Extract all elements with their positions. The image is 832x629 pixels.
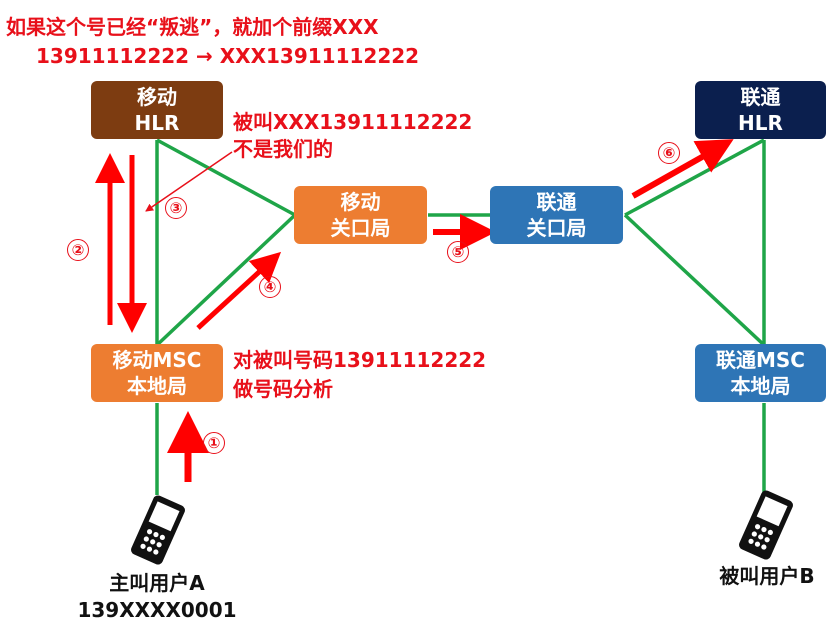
node-label-line2: 关口局 [526,216,587,240]
step-5-badge: ⑤ [447,241,469,263]
caller-name: 主叫用户A [109,571,205,595]
node-label-line1: 移动 [137,85,177,109]
mobile-hlr-node[interactable]: 移动 HLR [91,81,223,139]
node-label-line2: 本地局 [127,374,187,398]
step-2-badge: ② [67,239,89,261]
unicom-hlr-node[interactable]: 联通 HLR [695,81,826,139]
note-called-line2: 不是我们的 [233,137,333,161]
mobile-gateway-node[interactable]: 移动 关口局 [294,186,427,244]
mobile-phone-icon [131,495,185,565]
node-label-line2: 本地局 [730,374,791,398]
callee-name: 被叫用户B [719,564,815,588]
pointer-line-step3 [145,151,233,212]
note-analysis-line2: 做号码分析 [233,377,333,401]
node-label-line1: 联通 [740,85,781,109]
mobile-msc-node[interactable]: 移动MSC 本地局 [91,344,223,402]
node-label-line1: 移动MSC [112,348,202,372]
link-lines [155,138,766,495]
node-label-line2: 关口局 [330,216,391,240]
link-unicom-gateway-msc [623,213,766,347]
note-top-line1: 如果这个号已经“叛逃”，就加个前缀XXX [6,15,379,39]
note-called-line1: 被叫XXX13911112222 [233,110,473,134]
link-unicom-gateway-hlr [624,138,765,217]
unicom-gateway-node[interactable]: 联通 关口局 [490,186,623,244]
node-label-line2: HLR [134,111,180,135]
node-label-line2: HLR [738,111,783,135]
note-top-line2: 13911112222 → XXX13911112222 [36,44,420,68]
signal-arrows [95,139,734,482]
arrow-step4 [196,251,282,330]
link-mobile-hlr-gateway [156,138,296,217]
step-3-badge: ③ [165,197,187,219]
caller-number: 139XXXX0001 [77,598,237,622]
unicom-msc-node[interactable]: 联通MSC 本地局 [695,344,826,402]
node-label-line1: 联通MSC [716,348,805,372]
node-label-line1: 移动 [340,190,381,214]
step-1-badge: ① [203,432,225,454]
note-analysis-line1: 对被叫号码13911112222 [233,348,487,372]
arrow-step6 [631,139,734,199]
step-4-badge: ④ [259,276,281,298]
node-label-line1: 联通 [536,190,577,214]
step-6-badge: ⑥ [658,142,680,164]
link-mobile-msc-gateway [155,213,297,347]
mobile-phone-icon [739,490,793,560]
